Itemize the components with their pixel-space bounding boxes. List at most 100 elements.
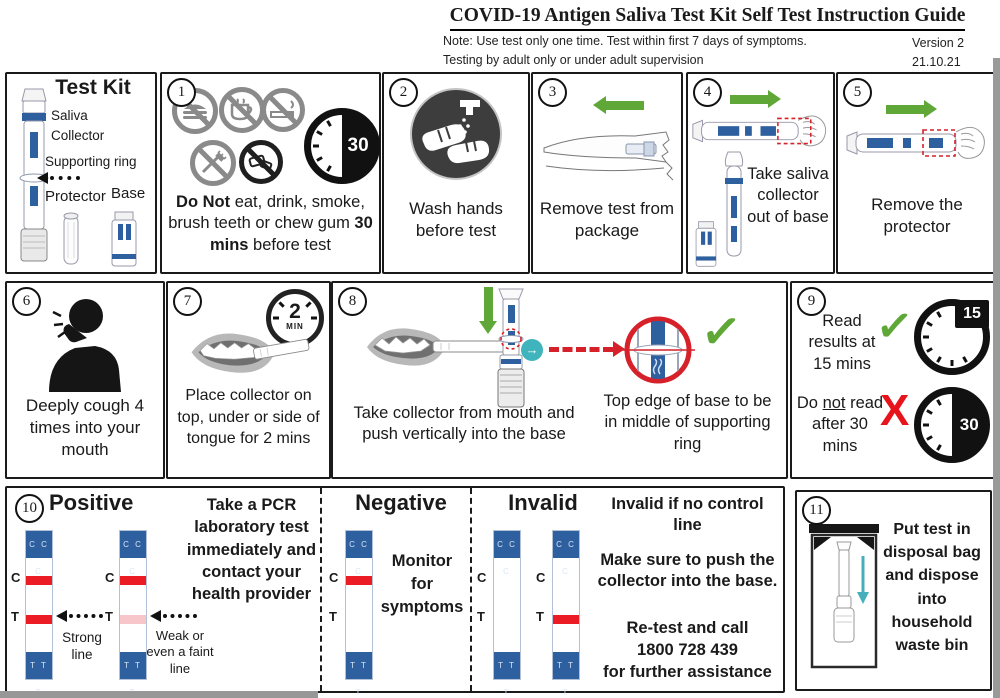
base-illustration — [111, 211, 137, 267]
green-arrow-right-icon — [730, 90, 781, 108]
faint-test-line — [120, 615, 146, 624]
step-6-number: 6 — [12, 287, 41, 316]
mins-text: 30 mins — [209, 214, 373, 254]
test-strip-invalid-blank: C C C T T T — [493, 530, 521, 697]
step-5-box: 5 Remove the protector — [836, 72, 998, 274]
cough-icon — [49, 299, 121, 392]
positive-advice: Take a PCR laboratory test immediately a… — [186, 496, 317, 604]
version-date: 21.10.21 — [912, 54, 961, 69]
read-after-text: read after 30 mins — [812, 394, 884, 455]
strip-bottom-label: T T T — [346, 652, 372, 697]
step-1-caption: Do Not eat, drink, smoke, brush teeth or… — [165, 192, 376, 256]
dashed-arrow-icon — [150, 610, 197, 622]
green-arrow-down-icon — [479, 287, 497, 334]
invalid-no-control-note: Invalid if no control line — [611, 495, 764, 535]
cross-icon: X — [880, 386, 910, 435]
step-2-number: 2 — [389, 78, 418, 107]
test-kit-title: Test Kit — [55, 76, 131, 99]
step-2-box: 2 Wash hands before test — [382, 72, 530, 274]
step-10-number: 10 — [15, 494, 44, 523]
test-strip-weak-positive: C C C T T T — [119, 530, 147, 697]
step-8-box: 8 → — [331, 281, 788, 479]
collector-vertical-illustration — [724, 151, 744, 257]
strip-top-label: C C C — [494, 531, 520, 576]
step-5-caption: Remove the protector — [871, 195, 963, 237]
step-11-number: 11 — [802, 496, 831, 525]
section-divider — [320, 488, 322, 691]
test-strip-negative: C C C T T T — [345, 530, 373, 697]
step-9-number: 9 — [797, 287, 826, 316]
clock-2min-icon: 2 MIN — [266, 289, 324, 347]
step-11-box: 11 Put test in disposal bag and dispose … — [795, 490, 992, 691]
test-kit-box: Test Kit Saliva Collector Supporting rin… — [5, 72, 157, 274]
negative-heading: Negative — [355, 490, 447, 515]
no-drinking-icon — [219, 87, 265, 133]
strip-bottom-label: T T T — [120, 652, 146, 697]
strip-bottom-label: T T T — [494, 652, 520, 697]
step-4-number: 4 — [693, 78, 722, 107]
clock-15-value: 15 — [955, 300, 989, 328]
test-line — [26, 615, 52, 624]
strip-bottom-label: T T T — [553, 652, 579, 697]
c-label: C — [11, 570, 21, 585]
do-not-read-caption: Do not read after 30 mins — [794, 393, 886, 457]
step-1-text: eat, drink, smoke, brush teeth or chew g… — [168, 193, 365, 233]
red-dashed-arrow-icon — [549, 341, 625, 357]
version-label: Version 2 — [912, 36, 965, 50]
strong-line-label: Strong line — [62, 630, 102, 662]
note-line-1: Note: Use test only one time. Test withi… — [443, 34, 807, 48]
t-label: T — [11, 609, 19, 624]
step-1-box: 1 — [160, 72, 381, 274]
do-not-text: Do Not — [176, 193, 231, 211]
step-3-caption: Remove test from package — [539, 199, 675, 241]
step-5-number: 5 — [843, 78, 872, 107]
check-icon: ✓ — [698, 304, 744, 361]
base-label: Base — [111, 185, 146, 202]
mouth-collector-illustration — [367, 328, 506, 366]
c-label: C — [477, 570, 487, 585]
c-label: C — [105, 570, 115, 585]
header-note: Note: Use test only one time. Test withi… — [443, 32, 807, 70]
c-label: C — [329, 570, 339, 585]
step-7-box: 7 2 MIN Place collector on top, under or… — [166, 281, 331, 479]
test-strip-strong-positive: C C C T T T — [25, 530, 53, 697]
invalid-heading: Invalid — [508, 490, 578, 515]
step-8-number: 8 — [338, 287, 367, 316]
green-arrow-right-icon — [886, 100, 937, 118]
supporting-ring-detail-illustration — [621, 316, 695, 384]
step-6-caption: Deeply cough 4 times into your mouth — [25, 396, 145, 460]
step-1-number: 1 — [167, 78, 196, 107]
strip-top-label: C C C — [346, 531, 372, 576]
control-line — [346, 576, 372, 585]
scan-edge-artifact — [993, 58, 1000, 698]
invalid-retest-note: Re-test and call — [626, 619, 749, 637]
test-strip-invalid-t-only: C C C T T T — [552, 530, 580, 697]
read-results-caption: Read results at 15 mins — [808, 312, 876, 373]
invalid-assist-note: for further assistance — [603, 663, 772, 681]
not-text: not — [822, 394, 846, 412]
device-horizontal-illustration — [846, 126, 985, 159]
timer-30-icon: 30 — [304, 108, 380, 184]
base-small-illustration — [695, 221, 717, 267]
assistance-phone-number: 1800 728 439 — [637, 641, 738, 659]
strip-top-label: C C C — [26, 531, 52, 576]
green-arrow-left-icon — [593, 96, 644, 114]
step-3-box: 3 Remove test from package — [531, 72, 683, 274]
teal-arrow-icon: → — [521, 339, 543, 361]
tick-mark — [271, 317, 319, 320]
section-divider — [470, 488, 472, 691]
t-label: T — [536, 609, 544, 624]
step-2-caption: Wash hands before test — [409, 199, 503, 241]
mouth-collector-illustration — [191, 333, 310, 373]
clock-unit: MIN — [286, 322, 304, 331]
page-title-text: COVID-19 Antigen Saliva Test Kit Self Te… — [449, 5, 966, 31]
negative-note: Monitor for symptoms — [380, 552, 464, 617]
strip-bottom-label: T T T — [26, 652, 52, 697]
clock-value: 2 — [289, 300, 301, 323]
step-6-box: 6 Deeply cough 4 times into your mouth — [5, 281, 165, 479]
strip-top-label: C C C — [120, 531, 146, 576]
protector-illustration — [63, 212, 79, 265]
clock-30-icon: 30 — [914, 387, 990, 463]
c-label: C — [536, 570, 546, 585]
